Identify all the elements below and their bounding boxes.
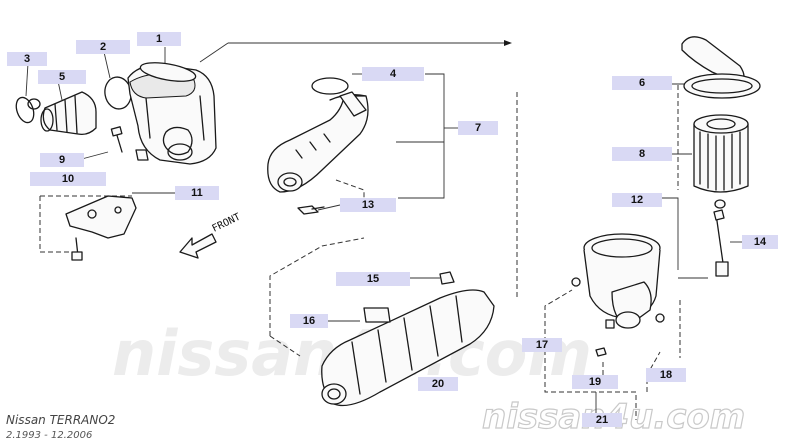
callout-16[interactable]: 16 — [290, 314, 328, 328]
part-bolt-9 — [110, 126, 149, 161]
callout-19[interactable]: 19 — [572, 375, 618, 389]
front-direction-label: FRONT — [210, 212, 242, 235]
callout-21[interactable]: 21 — [582, 413, 622, 427]
callout-20-number: 20 — [432, 378, 444, 390]
callout-19-number: 19 — [589, 376, 601, 388]
callout-7[interactable]: 7 — [458, 121, 498, 135]
callout-14-number: 14 — [754, 236, 767, 248]
callout-11[interactable]: 11 — [175, 186, 219, 200]
part-bracket-11 — [65, 195, 137, 261]
callout-20[interactable]: 20 — [418, 377, 458, 391]
callout-4-number: 4 — [390, 68, 397, 80]
callout-21-number: 21 — [596, 414, 608, 426]
callout-5-number: 5 — [59, 71, 65, 83]
callout-11-number: 11 — [191, 187, 203, 199]
vehicle-dates: 2.1993 - 12.2006 — [6, 430, 92, 441]
callout-17-number: 17 — [536, 339, 548, 351]
callout-13[interactable]: 13 — [340, 198, 396, 212]
front-arrow: FRONT — [179, 212, 242, 259]
callout-18[interactable]: 18 — [646, 368, 686, 382]
vehicle-name: Nissan TERRANO2 — [6, 413, 115, 427]
callout-10-number: 10 — [62, 173, 74, 185]
callout-7-number: 7 — [475, 122, 481, 134]
callout-15-number: 15 — [367, 273, 379, 285]
callout-13-number: 13 — [362, 199, 374, 211]
callout-3-number: 3 — [24, 53, 30, 65]
callout-14[interactable]: 14 — [742, 235, 778, 249]
callout-1[interactable]: 1 — [137, 32, 181, 46]
part-resonator-20 — [321, 271, 495, 407]
part-filter-element-8 — [693, 114, 749, 193]
callout-10[interactable]: 10 — [30, 172, 106, 186]
callout-6-number: 6 — [639, 77, 645, 89]
callout-17[interactable]: 17 — [522, 338, 562, 352]
callout-18-number: 18 — [660, 369, 672, 381]
callout-5[interactable]: 5 — [38, 70, 86, 84]
callout-4[interactable]: 4 — [362, 67, 424, 81]
callout-12-number: 12 — [631, 194, 643, 206]
callout-1-number: 1 — [156, 33, 162, 45]
part-clip-12-14 — [713, 199, 729, 277]
callout-8[interactable]: 8 — [612, 147, 672, 161]
part-cap-6 — [681, 36, 761, 99]
callout-2[interactable]: 2 — [76, 40, 130, 54]
callout-8-number: 8 — [639, 148, 645, 160]
callout-9[interactable]: 9 — [40, 153, 84, 167]
part-air-cleaner-1 — [127, 62, 217, 165]
callout-3[interactable]: 3 — [7, 52, 47, 66]
part-intake-duct-5 — [40, 91, 97, 136]
part-resonator-7 — [267, 77, 369, 215]
callout-2-number: 2 — [100, 41, 106, 53]
callout-6[interactable]: 6 — [612, 76, 672, 90]
callout-12[interactable]: 12 — [612, 193, 662, 207]
callout-16-number: 16 — [303, 315, 315, 327]
part-air-cleaner-case — [571, 233, 665, 357]
callout-15[interactable]: 15 — [336, 272, 410, 286]
callout-9-number: 9 — [59, 154, 65, 166]
part-clamps-left — [15, 76, 132, 124]
leader-lines — [25, 40, 742, 420]
